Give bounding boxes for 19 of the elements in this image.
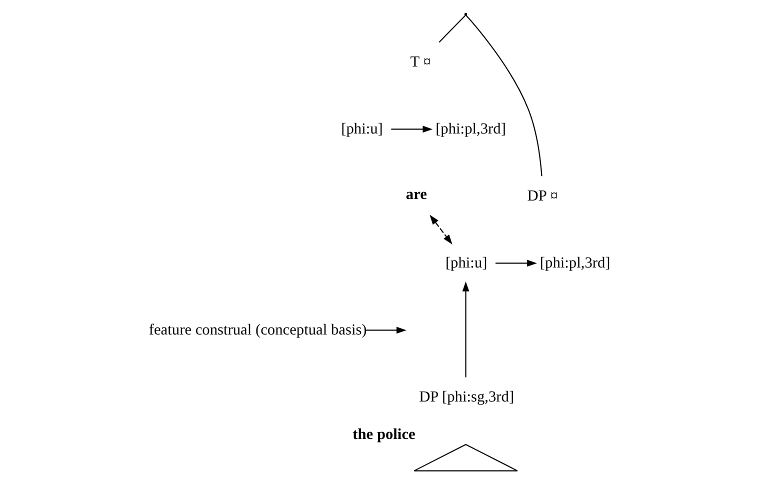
connector [438,14,466,42]
arrow [496,259,537,266]
arrow [365,326,406,334]
node-triangle [414,443,518,471]
node-text: [phi:pl,3rd] [540,254,610,271]
node-text: feature construal (conceptual basis) [148,320,367,338]
node-point [464,12,468,16]
node-text: DP [phi:sg,3rd] [419,388,514,405]
node-text: DP ¤ [527,186,558,204]
arrow [391,125,433,132]
node-text: [phi:u] [341,120,383,137]
node-text: [phi:u] [445,254,488,271]
node-label: the police [352,426,416,443]
node-text: are [406,186,427,203]
arrow [462,281,470,377]
node-text: [phi:pl,3rd] [436,120,506,137]
arrow [430,214,452,244]
node-text: T ¤ [410,52,431,70]
connector [466,14,542,176]
